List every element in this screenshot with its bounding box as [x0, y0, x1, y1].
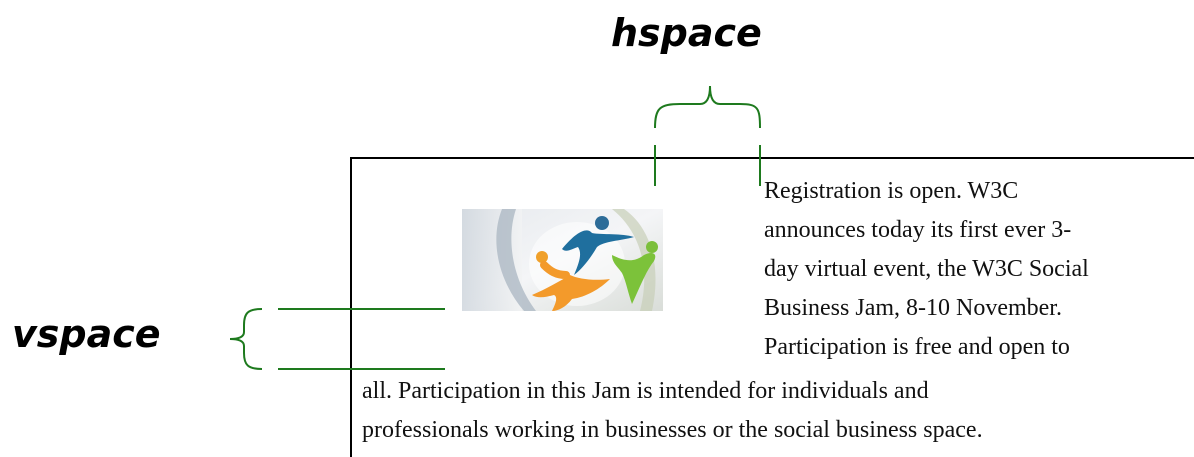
vspace-brace — [229, 308, 263, 370]
hspace-label: hspace — [611, 11, 762, 55]
paragraph-line-6: all. Participation in this Jam is intend… — [362, 378, 929, 404]
paragraph-line-5: Participation is free and open to — [764, 334, 1070, 360]
paragraph-line-3: day virtual event, the W3C Social — [764, 256, 1089, 282]
logo-graphic — [462, 209, 663, 311]
paragraph-line-1: Registration is open. W3C — [764, 178, 1019, 204]
content-frame — [350, 157, 1194, 457]
paragraph-line-4: Business Jam, 8-10 November. — [764, 295, 1062, 321]
w3c-social-business-jam-logo — [462, 209, 663, 311]
hspace-brace — [654, 85, 761, 129]
paragraph-line-2: announces today its first ever 3- — [764, 217, 1072, 243]
paragraph-line-7: professionals working in businesses or t… — [362, 417, 983, 443]
vspace-label: vspace — [12, 312, 161, 356]
